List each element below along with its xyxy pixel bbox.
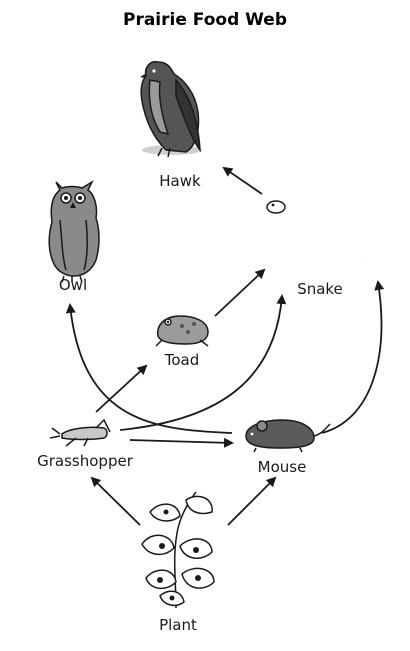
arrow-grasshopper-to-toad xyxy=(95,364,148,413)
snake-label: Snake xyxy=(297,280,343,298)
arrow-snake-to-hawk xyxy=(222,166,263,195)
page-title: Prairie Food Web xyxy=(123,10,287,30)
toad-icon xyxy=(155,315,209,347)
owl-icon xyxy=(48,180,100,283)
arrow-plant-to-grasshopper xyxy=(90,476,141,526)
grasshopper-label: Grasshopper xyxy=(37,452,134,470)
mouse-label: Mouse xyxy=(258,458,307,476)
arrows xyxy=(65,166,385,526)
hawk-icon xyxy=(140,60,202,158)
owl-label: Owl xyxy=(59,276,87,294)
arrow-mouse-to-owl xyxy=(65,303,233,434)
toad-label: Toad xyxy=(164,351,200,369)
grasshopper-icon xyxy=(49,418,111,447)
arrow-toad-to-snake xyxy=(214,268,266,317)
arrow-grasshopper-to-mouse xyxy=(129,437,234,448)
hawk-label: Hawk xyxy=(159,172,201,190)
mouse-icon xyxy=(245,419,331,453)
arrow-mouse-to-snake xyxy=(321,280,385,434)
arrow-grasshopper-to-snake xyxy=(119,294,287,431)
snake-icon xyxy=(266,200,369,269)
arrow-plant-to-mouse xyxy=(227,476,277,526)
plant-icon xyxy=(141,491,215,609)
plant-label: Plant xyxy=(159,616,197,634)
